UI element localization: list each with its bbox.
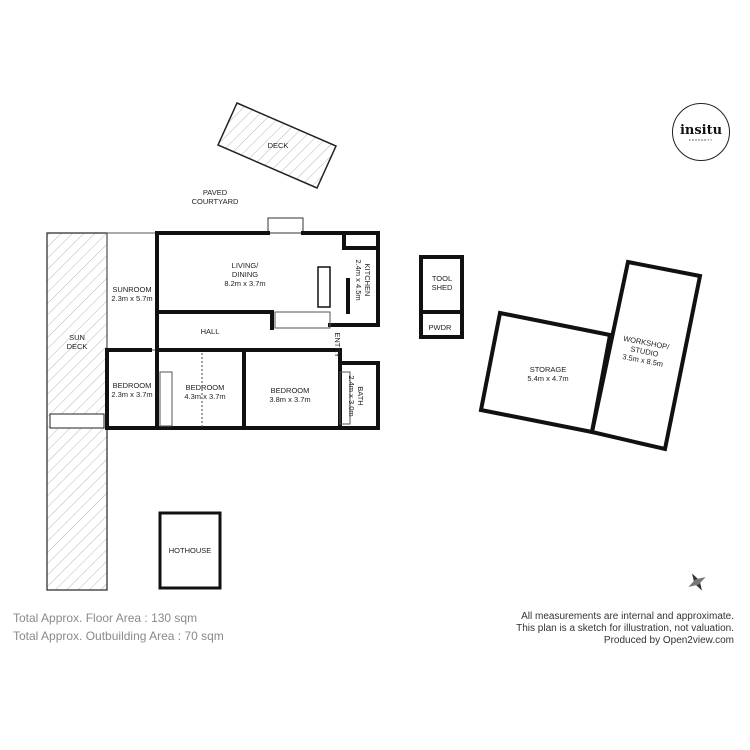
compass-rose-icon bbox=[688, 573, 706, 591]
living-size: 8.2m x 3.7m bbox=[224, 279, 265, 288]
logo-text: insitu bbox=[679, 123, 723, 138]
entry-label: ENTRY bbox=[333, 332, 342, 357]
toolshed-walls bbox=[419, 255, 464, 339]
bath-label: BATH bbox=[356, 386, 365, 405]
deck bbox=[217, 102, 337, 189]
main-house-walls bbox=[105, 231, 380, 430]
deck-steps bbox=[49, 413, 105, 429]
courtyard-label-2: COURTYARD bbox=[192, 197, 239, 206]
storage-size: 5.4m x 4.7m bbox=[527, 374, 568, 383]
kitchen-size: 2.4m x 4.5m bbox=[354, 259, 363, 300]
sun-deck-label: SUN bbox=[69, 333, 85, 342]
hothouse bbox=[158, 511, 222, 590]
sun-deck-label-2: DECK bbox=[67, 342, 88, 351]
pwdr-label: PWDR bbox=[429, 323, 452, 332]
living-label: LIVING/ bbox=[232, 261, 260, 270]
disclaimer-line-1: All measurements are internal and approx… bbox=[521, 611, 734, 622]
workshop-walls bbox=[589, 259, 703, 452]
bath-size: 2.4m x 3.0m bbox=[347, 375, 356, 416]
courtyard-steps bbox=[267, 217, 304, 234]
bedroom3-label: BEDROOM bbox=[271, 386, 310, 395]
courtyard-label: PAVED bbox=[203, 188, 228, 197]
total-floor-area: Total Approx. Floor Area : 130 sqm bbox=[13, 611, 198, 625]
bedroom2-size: 4.3m x 3.7m bbox=[184, 392, 225, 401]
hothouse-label: HOTHOUSE bbox=[169, 546, 212, 555]
storage-label: STORAGE bbox=[530, 365, 567, 374]
bedroom2-label: BEDROOM bbox=[186, 383, 225, 392]
hall-label: HALL bbox=[201, 327, 220, 336]
producer-credit: Produced by Open2view.com bbox=[603, 635, 734, 646]
toolshed-label-2: SHED bbox=[432, 283, 453, 292]
sunroom-label: SUNROOM bbox=[112, 285, 151, 294]
bedroom1-label: BEDROOM bbox=[113, 381, 152, 390]
disclaimer-line-2: This plan is a sketch for illustration, … bbox=[516, 623, 734, 634]
bedroom1-size: 2.3m x 3.7m bbox=[111, 390, 152, 399]
sun-deck bbox=[46, 232, 108, 591]
toolshed-label: TOOL bbox=[432, 274, 452, 283]
bedroom3-size: 3.8m x 3.7m bbox=[269, 395, 310, 404]
total-outbuilding-area: Total Approx. Outbuilding Area : 70 sqm bbox=[13, 629, 224, 643]
living-label-2: DINING bbox=[232, 270, 258, 279]
kitchen-label: KITCHEN bbox=[363, 264, 372, 297]
brand-logo: insitu PROPERTY bbox=[672, 103, 730, 161]
sunroom-size: 2.3m x 5.7m bbox=[111, 294, 152, 303]
logo-subtext: PROPERTY bbox=[688, 138, 714, 142]
deck-label: DECK bbox=[268, 141, 289, 150]
